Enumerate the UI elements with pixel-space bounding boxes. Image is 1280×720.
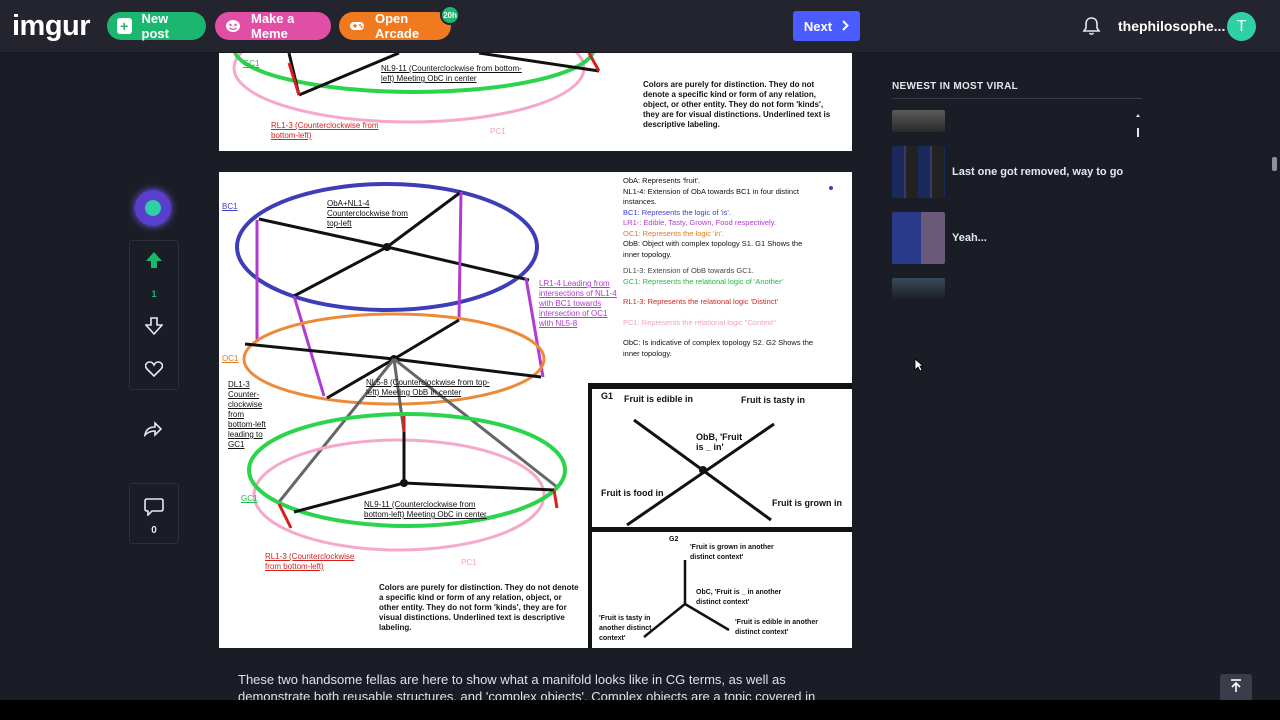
meme-face-icon (225, 18, 241, 34)
legend-item: ObA: Represents 'fruit'. (623, 176, 701, 185)
top-navigation-bar: imgur + New post Make a Meme Open Arcade… (0, 0, 1280, 53)
rl1-label-2: RL1-3 (Counterclockwise from bottom-left… (265, 552, 355, 571)
post-description: These two handsome fellas are here to sh… (238, 672, 816, 700)
open-arcade-label: Open Arcade (375, 11, 420, 41)
page-scrollbar-thumb[interactable] (1272, 157, 1277, 171)
legend-item: LR1-: Edible, Tasty, Grown, Food respect… (623, 218, 776, 227)
new-post-button[interactable]: + New post (107, 11, 206, 41)
legend-item: ObC: Is indicative of complex topology S… (623, 338, 814, 358)
bottom-bar (0, 700, 1280, 720)
viral-list-item[interactable] (892, 110, 952, 132)
manifold-diagram-partial (232, 53, 601, 124)
plus-icon: + (117, 18, 132, 34)
gc1-label: GC1 (243, 59, 260, 68)
viral-item-title: Yeah... (952, 232, 987, 244)
g2-tasty-label: 'Fruit is tasty in another distinct cont… (599, 615, 652, 642)
legend-item: NL1-4: Extension of ObA towards BC1 in f… (623, 186, 799, 207)
arcade-timer-badge: 20h (440, 5, 460, 25)
upvote-icon[interactable] (145, 251, 163, 274)
divider (892, 98, 1142, 99)
mouse-cursor-icon (914, 358, 925, 377)
gamepad-icon (349, 18, 365, 34)
post-image-2[interactable]: BC1 ObA+NL1-4 Counterclockwise from top-… (219, 172, 852, 648)
g2-edible-label: 'Fruit is edible in another distinct con… (735, 619, 818, 636)
g1-grown-label: Fruit is grown in (772, 498, 842, 508)
sidebar-scrollbar[interactable] (1136, 113, 1140, 139)
comments-button[interactable]: 0 (129, 483, 179, 544)
legend-item: OC1: Represents the logic 'in'. (623, 228, 724, 238)
g2-grown-label: 'Fruit is grown in another distinct cont… (690, 544, 774, 561)
g1-center-label: ObB, 'Fruit is _ in' (696, 432, 743, 452)
viral-list-item[interactable] (892, 278, 952, 300)
favorite-heart-icon[interactable] (144, 361, 164, 382)
legend-item: DL1-3: Extension of ObB towards GC1. (623, 266, 754, 275)
g2-center-label: ObC, 'Fruit is _ in another distinct con… (696, 589, 782, 606)
vote-panel: 1 (129, 240, 179, 390)
color-note-2: Colors are purely for distinction. They … (379, 583, 579, 632)
new-post-label: New post (141, 11, 169, 41)
color-note: Colors are purely for distinction. They … (643, 80, 831, 129)
nl9-label: NL9-11 (Counterclockwise from bottom-lef… (381, 64, 522, 83)
rl1-label: RL1-3 (Counterclockwise from bottom-left… (271, 121, 379, 140)
legend-item: BC1: Represents the logic of 'is'. (623, 207, 731, 217)
nl9-label-2: NL9-11 (Counterclockwise from bottom-lef… (364, 500, 487, 519)
username[interactable]: thephilosophe... (1118, 18, 1226, 34)
legend-item: PC1: Represents the relational logic "Co… (623, 317, 776, 327)
thumbnail (892, 110, 945, 132)
sidebar-title: NEWEST IN MOST VIRAL (892, 81, 1018, 92)
lr1-label: LR1-4 Leading from intersections of NL1-… (539, 279, 617, 328)
open-arcade-button[interactable]: Open Arcade (339, 11, 451, 41)
avatar[interactable]: T (1227, 12, 1256, 41)
chevron-right-icon (842, 19, 850, 34)
emerald-award-icon[interactable] (135, 190, 171, 226)
pc1-label-2: PC1 (461, 558, 477, 567)
legend-item: ObB: Object with complex topology S1. G1… (623, 239, 803, 259)
manifold-diagram (235, 182, 852, 648)
viral-item-title: Last one got removed, way to go (952, 166, 1124, 178)
next-label: Next (803, 18, 833, 34)
pc1-label: PC1 (490, 127, 506, 136)
post-image-1[interactable]: GC1 NL9-11 (Counterclockwise from bottom… (219, 53, 852, 151)
g1-food-label: Fruit is food in (601, 488, 664, 498)
dl1-label: DL1-3 Counter-clockwise from bottom-left… (228, 380, 266, 449)
downvote-icon[interactable] (144, 317, 164, 340)
gc1-label-2: GC1 (241, 494, 258, 503)
next-post-button[interactable]: Next (793, 11, 860, 41)
g1-label: G1 (601, 391, 614, 401)
g2-label: G2 (669, 536, 679, 543)
nl5-label: NL5-8 (Counterclockwise from top-left) M… (366, 378, 490, 397)
viral-list-item[interactable]: Yeah... (892, 212, 987, 264)
oba-label: ObA+NL1-4 Counterclockwise from top-left (327, 199, 408, 228)
notifications-bell-icon[interactable] (1082, 16, 1101, 41)
oc1-label: OC1 (222, 354, 239, 363)
thumbnail (892, 146, 945, 198)
legend-item: RL1-3: Represents the relational logic '… (623, 297, 779, 306)
arrow-up-to-line-icon (1230, 678, 1242, 698)
imgur-logo[interactable]: imgur (12, 10, 91, 42)
comment-bubble-icon (144, 498, 164, 521)
comment-count: 0 (151, 525, 157, 536)
vote-count: 1 (151, 289, 157, 299)
make-a-meme-button[interactable]: Make a Meme (215, 11, 331, 41)
share-arrow-icon[interactable] (143, 421, 163, 442)
g1-edible-label: Fruit is edible in (624, 394, 694, 404)
viral-list-item[interactable]: Last one got removed, way to go (892, 146, 1123, 198)
legend-item: GC1: Represents the relational logic of … (623, 276, 784, 286)
back-to-top-button[interactable] (1220, 674, 1252, 702)
make-a-meme-label: Make a Meme (251, 11, 295, 41)
thumbnail (892, 212, 945, 264)
bc1-label: BC1 (222, 202, 238, 211)
legend: ObA: Represents 'fruit'. NL1-4: Extensio… (623, 176, 818, 359)
g1-tasty-label: Fruit is tasty in (741, 395, 806, 405)
thumbnail (892, 278, 945, 300)
